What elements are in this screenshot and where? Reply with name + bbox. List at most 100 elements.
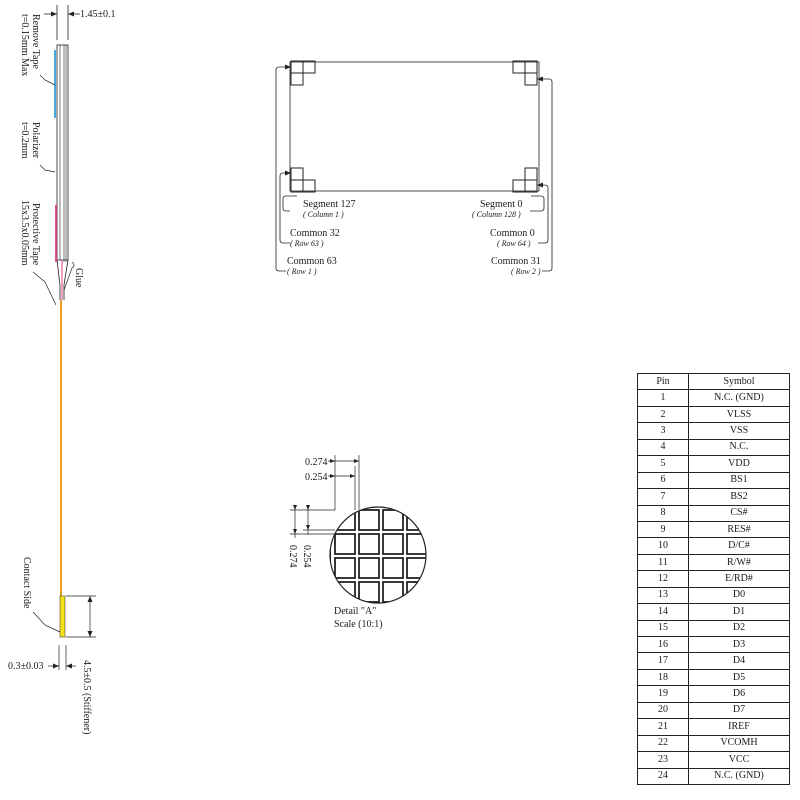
pin-number-cell: 9 [637, 520, 689, 539]
remove-tape-label: Remove Tape [30, 14, 41, 69]
pin-number-cell: 12 [637, 570, 689, 588]
pin-symbol-cell: D1 [688, 603, 790, 621]
com0-bracket [537, 184, 549, 244]
pin-number-cell: 3 [637, 422, 689, 440]
pin-symbol-cell: D4 [688, 652, 790, 670]
pin-symbol-cell: N.C. (GND) [688, 767, 790, 785]
pin-number-cell: 21 [637, 718, 689, 736]
corner-pixel-bottom-right [512, 167, 538, 193]
stiffener-label: 4.5±0.5 (Stiffener) [81, 660, 92, 734]
pin-number-cell: 5 [637, 455, 689, 473]
arrowhead [68, 11, 74, 17]
corner-pixel-bottom-left [290, 167, 316, 193]
pin-symbol-cell: D2 [688, 619, 790, 638]
polarizer-spec: t=0.2mm [19, 122, 30, 159]
pin-symbol-cell: VCC [688, 751, 790, 769]
protective-tape-label: Protective Tape [30, 203, 41, 266]
seg0-bracket [530, 195, 545, 212]
pin-number-cell: 15 [637, 619, 689, 638]
segment-127-label: Segment 127 [303, 199, 356, 210]
pin-symbol-cell: D3 [688, 635, 790, 654]
common-31-label: Common 31 [491, 256, 541, 267]
column-128-label: ( Column 128 ) [472, 210, 521, 219]
pin-symbol-cell: N.C. [688, 438, 790, 457]
arrowhead [306, 525, 310, 530]
pin-symbol-cell: BS2 [688, 488, 790, 506]
arrowhead [293, 505, 297, 510]
detail-circle [329, 506, 427, 604]
remove-tape-spec: t=0.15mm Max [19, 14, 30, 76]
pin-symbol-cell: VCOMH [688, 734, 790, 753]
pin-number-cell: 24 [637, 767, 689, 785]
pin-symbol-cell: VSS [688, 422, 790, 440]
leader-line [39, 164, 56, 173]
corner-pixel-top-right [512, 60, 538, 86]
pin-number-cell: 18 [637, 668, 689, 687]
pin-number-cell: 11 [637, 553, 689, 572]
polarizer-label: Polarizer [30, 122, 41, 159]
dim-274-label-h: 0.274 [305, 457, 328, 468]
pin-number-cell: 8 [637, 504, 689, 522]
pin-symbol-cell: CS# [688, 504, 790, 522]
com31-bracket [537, 78, 553, 272]
arrowhead [293, 529, 297, 534]
leader-line [39, 74, 56, 86]
pin-number-cell: 14 [637, 603, 689, 621]
arrowhead [285, 64, 291, 70]
pin-symbol-cell: IREF [688, 718, 790, 736]
com63-bracket [275, 66, 291, 272]
dim-254-label-v: 0.254 [301, 545, 312, 568]
pin-column-header: Pin [637, 372, 689, 391]
row-64-label: ( Row 64 ) [497, 239, 531, 248]
leader-line [63, 267, 73, 291]
pin-symbol-cell: D7 [688, 701, 790, 720]
pin-number-cell: 10 [637, 537, 689, 555]
thickness-label: 1.45±0.1 [80, 9, 116, 20]
arrowhead [537, 76, 543, 82]
arrowhead [87, 596, 93, 602]
dim-274-label-v: 0.274 [287, 545, 298, 568]
segment-0-label: Segment 0 [480, 199, 523, 210]
table-header-row: Pin Symbol [637, 372, 790, 391]
panel-outline [289, 61, 540, 192]
com32-bracket [279, 172, 291, 244]
row-1-label: ( Row 1 ) [287, 267, 317, 276]
pin-number-cell: 16 [637, 635, 689, 654]
pin-symbol-cell: BS1 [688, 471, 790, 490]
column-1-label: ( Column 1 ) [303, 210, 344, 219]
pin-symbol-cell: D0 [688, 586, 790, 605]
pin-number-cell: 6 [637, 471, 689, 490]
pin-number-cell: 2 [637, 405, 689, 424]
arrowhead [330, 459, 335, 463]
pin-symbol-cell: D6 [688, 685, 790, 703]
pin-symbol-cell: N.C. (GND) [688, 389, 790, 407]
seg127-bracket [282, 195, 297, 212]
leader-line [32, 271, 57, 306]
pin-number-cell: 22 [637, 734, 689, 753]
module-taper-right [63, 259, 69, 300]
pin-number-cell: 17 [637, 652, 689, 670]
arrowhead [285, 170, 291, 176]
arrowhead [537, 182, 543, 188]
pin-symbol-cell: RES# [688, 520, 790, 539]
arrowhead [53, 663, 59, 669]
common-63-label: Common 63 [287, 256, 337, 267]
